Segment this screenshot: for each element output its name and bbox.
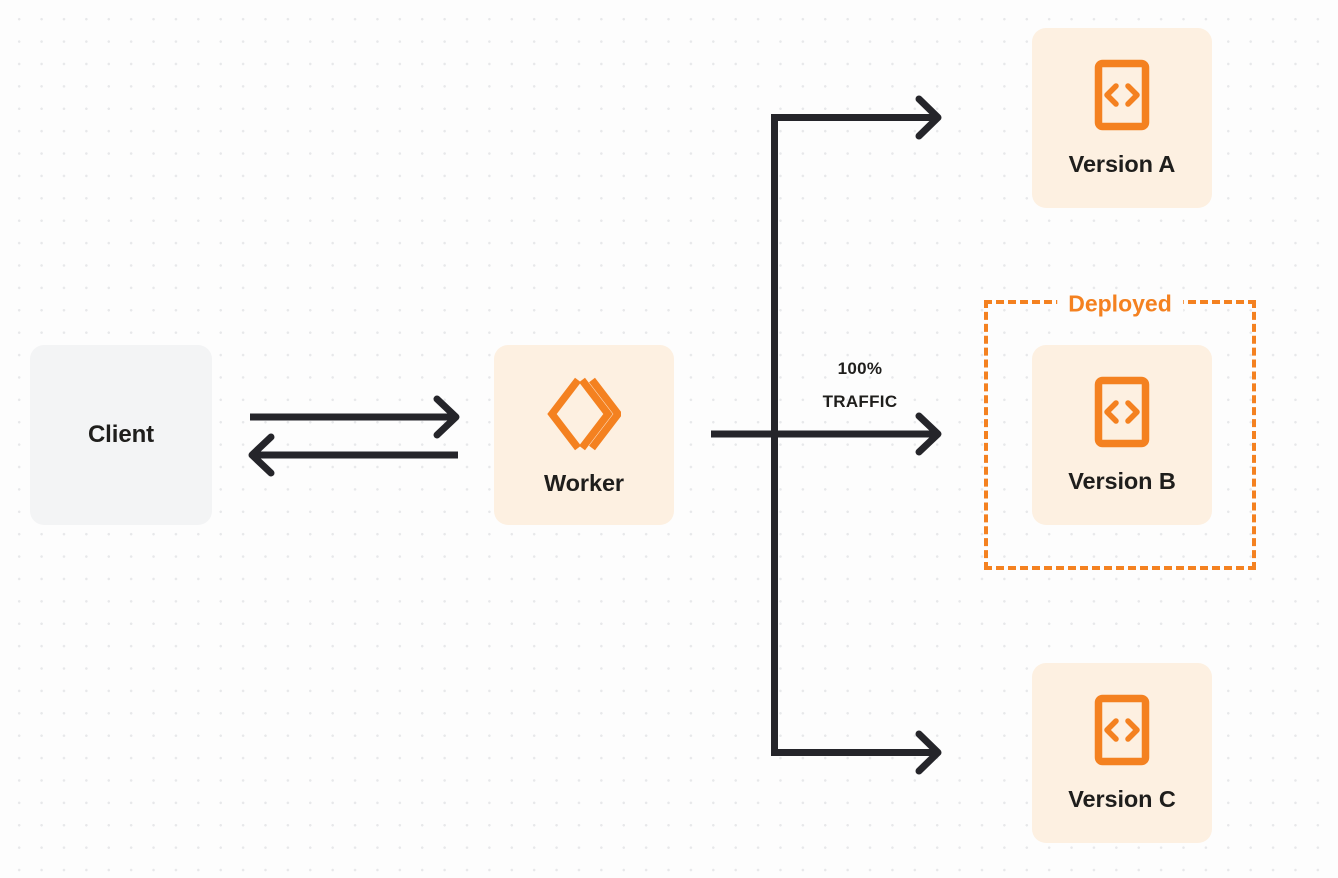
node-version-c[interactable]: Version C (1032, 663, 1212, 843)
node-client-label: Client (87, 421, 155, 448)
code-document-icon (1094, 376, 1150, 453)
edge-client-to-worker (250, 395, 460, 439)
edge-worker-to-client (248, 433, 458, 477)
edge-trunk-to-version-b (774, 412, 942, 456)
traffic-word: TRAFFIC (822, 392, 898, 412)
traffic-percent: 100% (837, 359, 883, 378)
node-client[interactable]: Client (30, 345, 212, 525)
node-worker[interactable]: Worker (494, 345, 674, 525)
deployed-group-label: Deployed (1057, 292, 1183, 316)
node-version-c-label: Version C (1068, 786, 1176, 813)
node-version-b-label: Version B (1068, 468, 1176, 495)
traffic-label: 100% TRAFFIC (790, 352, 930, 418)
node-version-a-label: Version A (1068, 151, 1176, 178)
edge-trunk-to-version-c (771, 730, 942, 775)
edge-trunk-to-version-a (771, 95, 942, 140)
node-version-a[interactable]: Version A (1032, 28, 1212, 208)
deployed-group: Deployed (984, 292, 1256, 570)
node-version-b[interactable]: Version B (1032, 345, 1212, 525)
cloudflare-workers-logo-icon (547, 375, 623, 458)
code-document-icon (1094, 59, 1150, 136)
node-worker-label: Worker (544, 469, 624, 496)
code-document-icon (1094, 694, 1150, 771)
